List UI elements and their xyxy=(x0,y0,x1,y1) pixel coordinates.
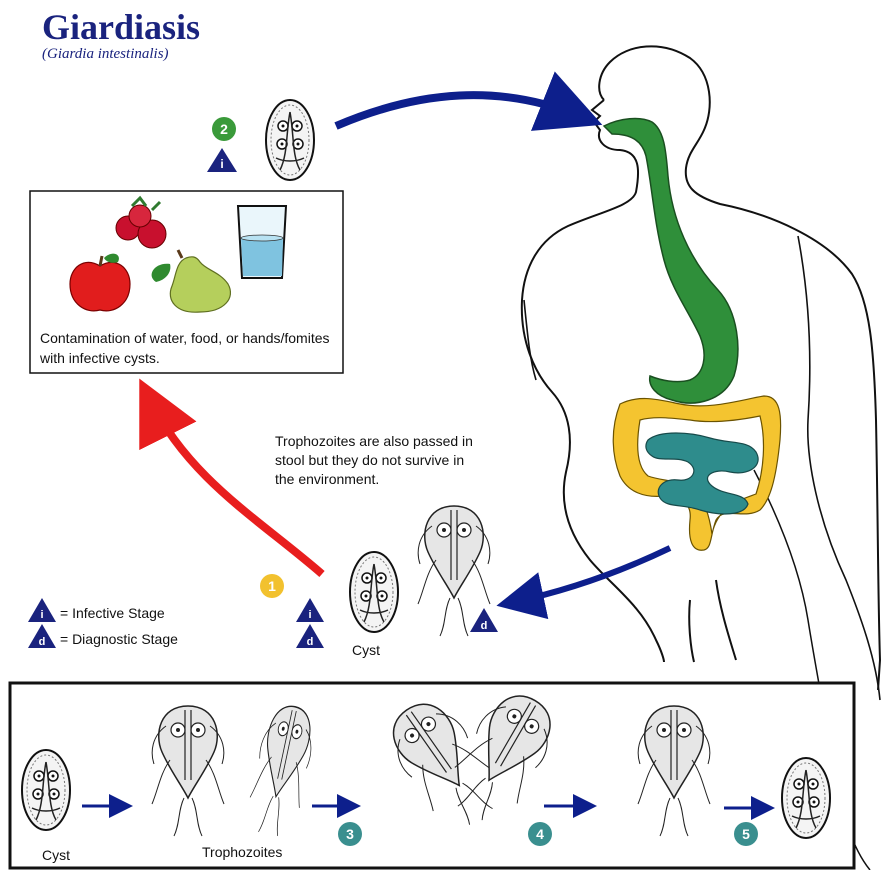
infective-stage-icon-letter: i xyxy=(220,157,223,171)
panel-trophozoites-label: Trophozoites xyxy=(202,843,282,862)
panel-cyst-label: Cyst xyxy=(42,846,70,865)
trophozoite-note: Trophozoites are also passed in stool bu… xyxy=(275,432,475,489)
cyst-diagnostic-icon-letter: d xyxy=(307,636,314,648)
trophozoite-diagnostic-icon-letter: d xyxy=(481,620,488,632)
step-4-number: 4 xyxy=(536,826,544,842)
step-5-number: 5 xyxy=(742,826,750,842)
small-intestine xyxy=(646,433,758,514)
legend-diagnostic-letter: d xyxy=(39,636,46,648)
panel-cyst-image xyxy=(22,750,70,830)
passed-cyst-image xyxy=(350,552,398,632)
excretion-arrow xyxy=(514,548,670,602)
ingestion-arrow xyxy=(336,95,580,126)
step-2-number: 2 xyxy=(220,121,228,137)
legend-infective-label: = Infective Stage xyxy=(60,604,165,623)
cyst-infective-icon-letter: i xyxy=(308,609,311,621)
contamination-caption: Contamination of water, food, or hands/f… xyxy=(40,328,340,368)
esophagus-stomach xyxy=(604,119,738,403)
infective-cyst-image xyxy=(266,100,314,180)
panel-new-cyst-image xyxy=(782,758,830,838)
legend-infective-letter: i xyxy=(40,609,43,621)
step-3-number: 3 xyxy=(346,826,354,842)
step-1-number: 1 xyxy=(268,578,276,594)
cyst-label: Cyst xyxy=(352,641,380,660)
legend-diagnostic-label: = Diagnostic Stage xyxy=(60,630,178,649)
water-glass-icon xyxy=(238,206,286,278)
